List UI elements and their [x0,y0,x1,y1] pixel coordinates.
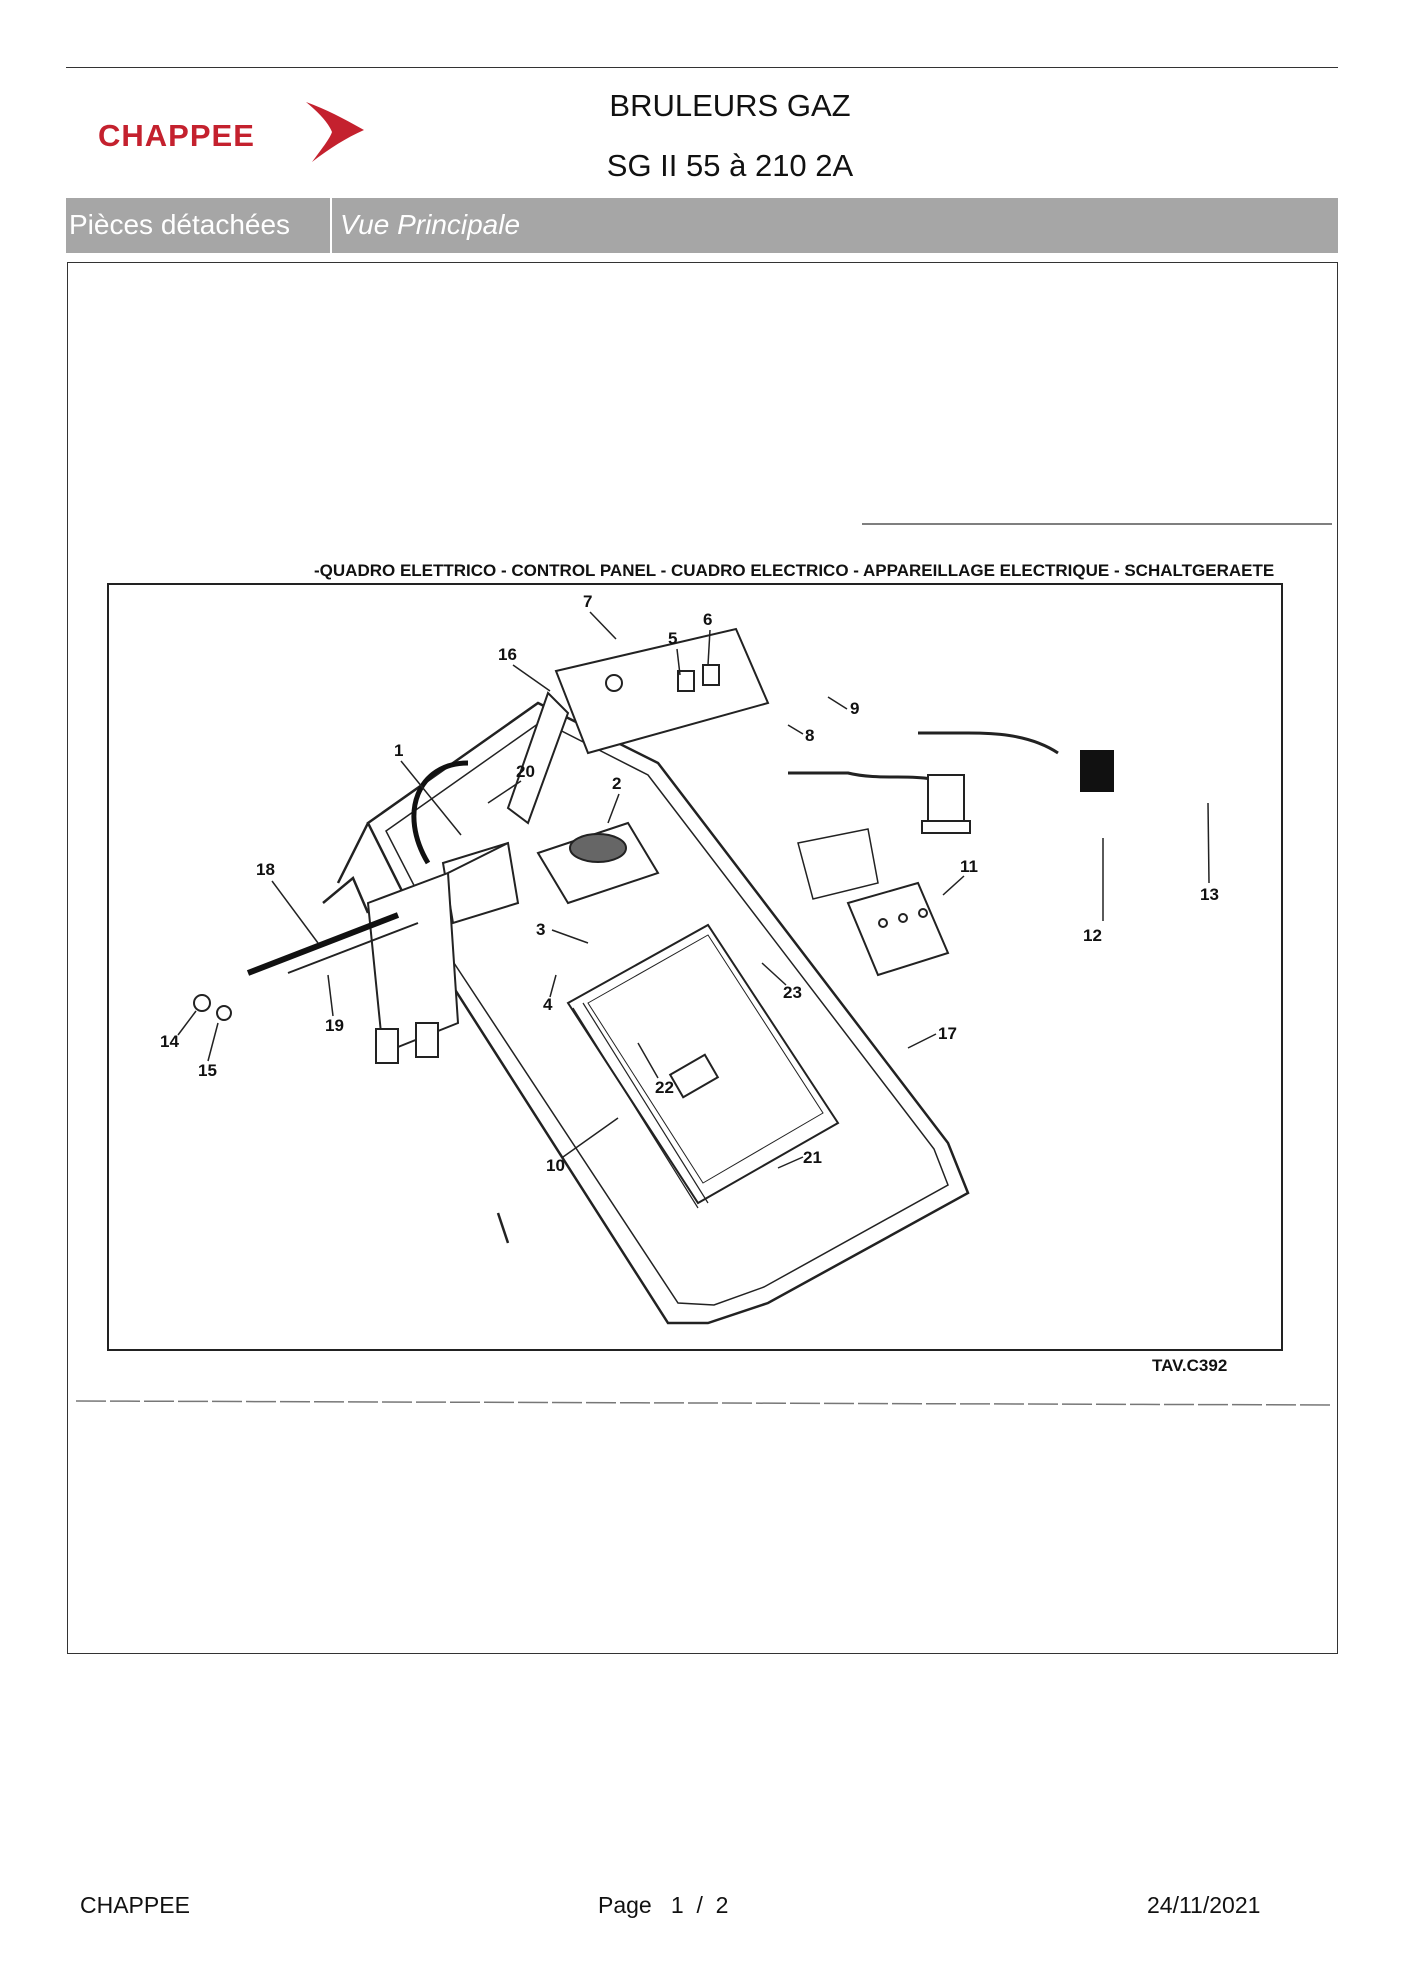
callout-2: 2 [612,774,621,793]
callout-19: 19 [325,1016,344,1035]
callout-9: 9 [850,699,859,718]
nut-14 [193,994,211,1012]
callout-11: 11 [960,857,978,876]
view-label: Vue Principale [340,209,521,240]
nut-15 [216,1005,232,1021]
diagram-frame: -QUADRO ELETTRICO - CONTROL PANEL - CUAD… [67,262,1338,1654]
callout-3: 3 [536,920,545,939]
callout-1: 1 [394,741,403,760]
ignition-transformer [536,821,660,905]
control-panel-exploded-diagram: -QUADRO ELETTRICO - CONTROL PANEL - CUAD… [75,523,1333,1406]
callout-20: 20 [516,762,535,781]
chappee-chevron-icon [306,102,364,162]
callout-13: 13 [1200,885,1219,904]
connector-13 [1080,750,1114,792]
callout-8: 8 [805,726,814,745]
connector-12 [921,774,971,834]
cable-gland-a [375,1028,399,1064]
section-bar-left-cell [66,198,332,253]
ignition-cable [411,760,469,865]
cable-gland-b [415,1022,439,1058]
callout-10: 10 [546,1156,565,1175]
callout-4: 4 [543,995,553,1014]
footer-page: Page 1 / 2 [598,1892,729,1918]
callout-12: 12 [1083,926,1102,945]
relay-11 [846,881,950,977]
gas-valve-block [366,841,520,1055]
leader-lines [177,611,1210,1169]
chappee-logo: CHAPPEE [98,100,368,164]
callout-22: 22 [655,1078,674,1097]
callout-14: 14 [160,1032,179,1051]
cable-13 [918,731,1059,755]
callout-18: 18 [256,860,275,879]
footer-company: CHAPPEE [80,1892,190,1918]
electrode-18 [246,912,400,976]
spare-parts-label: Pièces détachées [69,209,291,240]
drawing-reference: TAV.C392 [1152,1356,1227,1375]
terminal-board [566,923,840,1209]
callout-16: 16 [498,645,517,664]
document-title: BRULEURS GAZ [609,88,851,123]
callout-7: 7 [583,592,592,611]
callout-5: 5 [668,629,677,648]
callout-23: 23 [783,983,802,1002]
callout-15: 15 [198,1061,217,1080]
footer-date: 24/11/2021 [1147,1892,1261,1918]
drawing-border [107,583,1283,1351]
callout-17: 17 [938,1024,957,1043]
cover-plate [554,627,770,755]
callout-6: 6 [703,610,712,629]
cable-12 [788,771,950,792]
relay-small [797,828,879,900]
callout-21: 21 [803,1148,822,1167]
brand-name: CHAPPEE [98,118,255,153]
diagram-caption: -QUADRO ELETTRICO - CONTROL PANEL - CUAD… [314,561,1274,580]
callout-labels: 1 2 3 4 5 6 7 8 9 10 11 12 13 14 15 16 1… [160,592,1219,1175]
top-rule [66,67,1338,68]
section-bar: Pièces détachées Vue Principale [66,198,1338,253]
electrode-19 [287,922,419,974]
bracket [506,691,570,825]
scan-rule-bottom [75,1400,1333,1406]
model-title: SG II 55 à 210 2A [606,148,854,183]
